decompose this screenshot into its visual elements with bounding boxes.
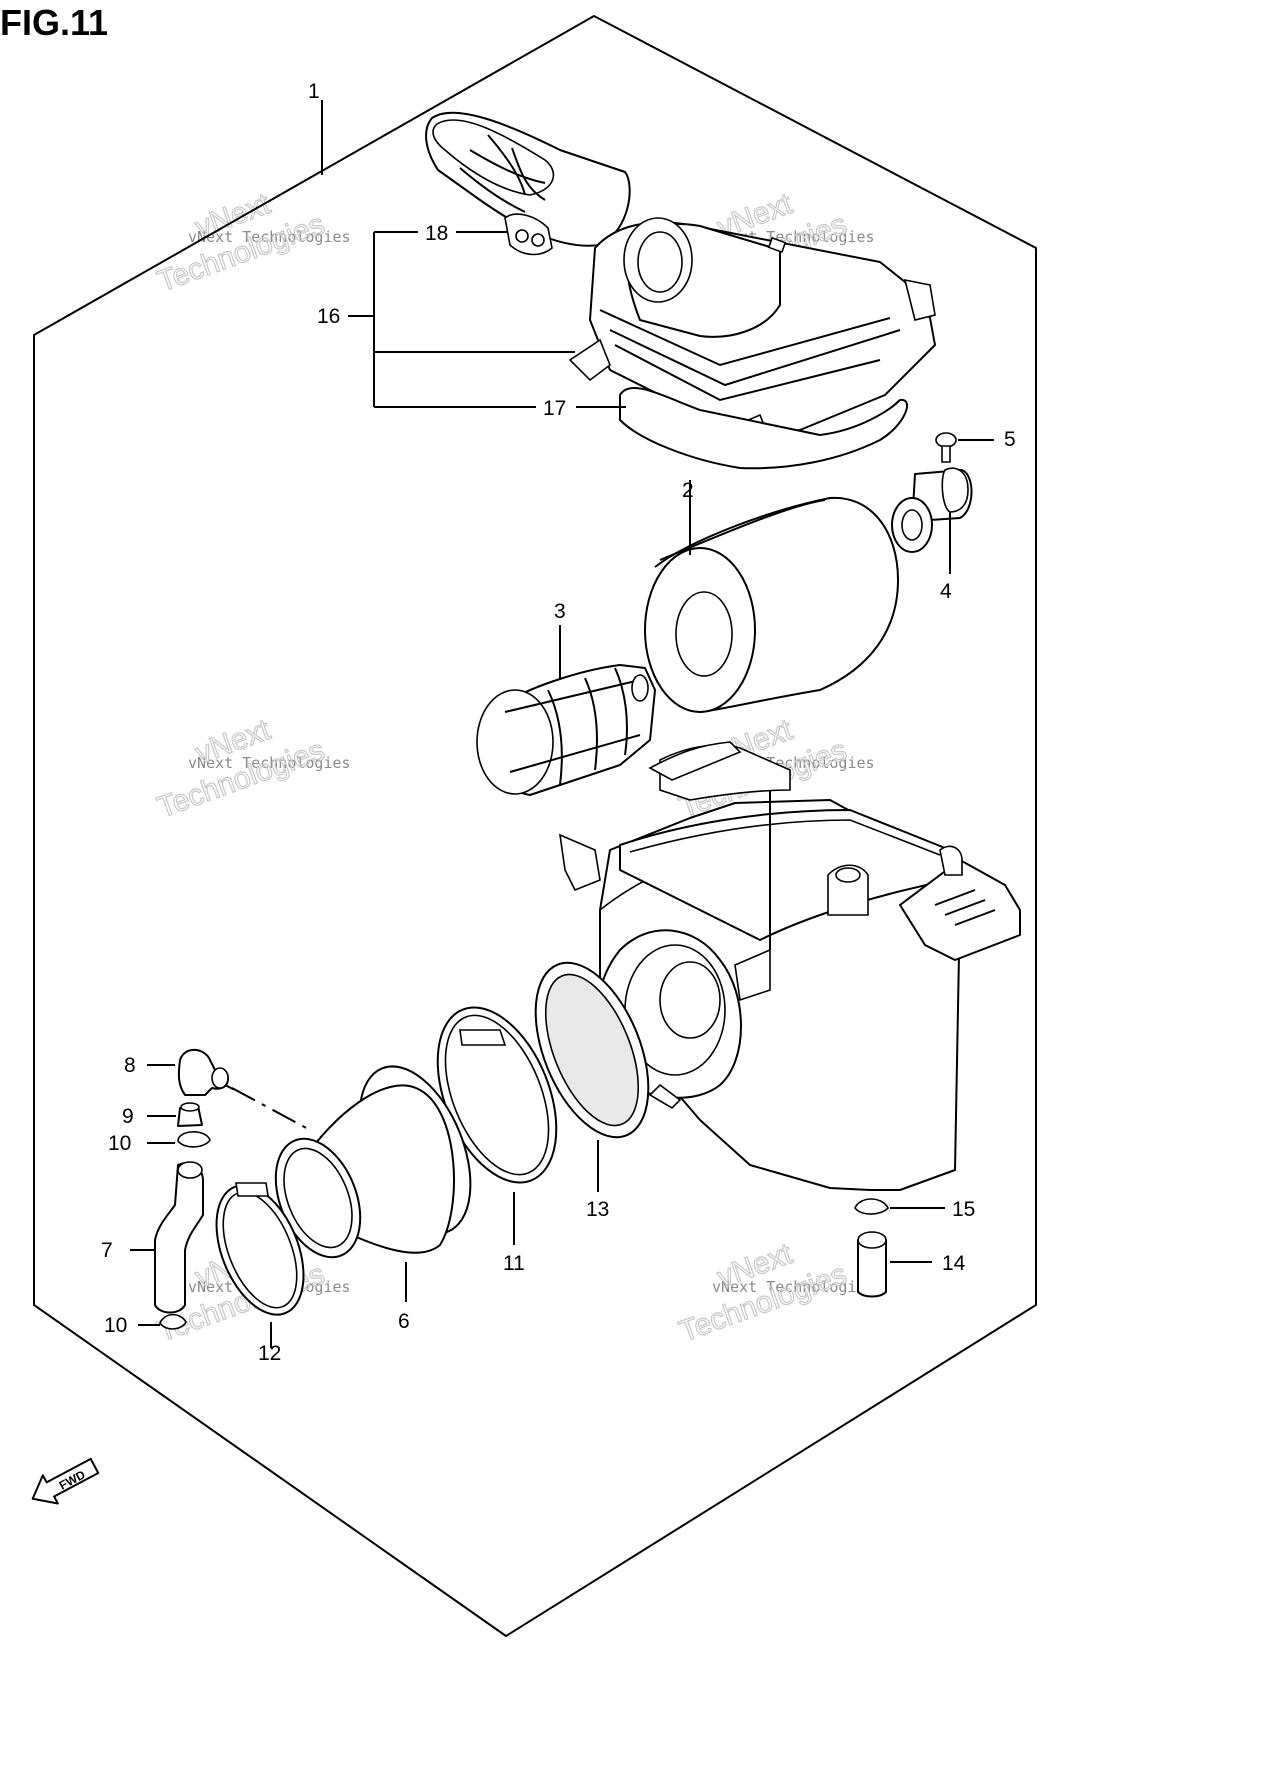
- callout-8: 8: [124, 1054, 136, 1077]
- callout-14: 14: [942, 1252, 966, 1275]
- callout-6: 6: [398, 1310, 410, 1333]
- watermark-6: vNext Technologies vNext Technologies: [675, 1237, 875, 1350]
- callout-18: 18: [425, 222, 448, 245]
- callout-4: 4: [940, 580, 952, 603]
- callout-1: 1: [308, 80, 320, 103]
- callout-13: 13: [586, 1198, 609, 1221]
- forward-direction-arrow: FWD: [31, 1457, 100, 1505]
- drain-clip: [854, 1198, 945, 1215]
- callout-17: 17: [543, 397, 566, 420]
- screw: [935, 432, 994, 463]
- drain-tube: [857, 1231, 932, 1298]
- hose-clip-upper: [147, 1131, 211, 1148]
- watermark-3: vNext Technologies vNext Technologies: [153, 713, 351, 826]
- callout-11: 11: [503, 1252, 525, 1275]
- drain-hose: [130, 1161, 204, 1314]
- svg-text:vNext Technologies: vNext Technologies: [188, 228, 351, 246]
- leaders-16-17-18: [348, 231, 626, 408]
- hose-clip-lower: [138, 1313, 187, 1330]
- svg-text:vNext Technologies: vNext Technologies: [712, 1278, 875, 1296]
- callout-15: 15: [952, 1198, 975, 1221]
- inlet-clamp-small: [215, 1182, 305, 1348]
- callout-9: 9: [122, 1105, 134, 1128]
- callout-16: 16: [317, 305, 340, 328]
- drain-cap: [147, 1102, 203, 1127]
- callout-10-lower: 10: [104, 1314, 127, 1337]
- cap-gasket: [619, 386, 909, 470]
- callout-10-upper: 10: [108, 1132, 131, 1155]
- callout-12: 12: [258, 1342, 281, 1365]
- callout-labels: 1 2 3 4 5 6 7 8 9 10 10 11 12 13 14 15 1…: [101, 80, 1016, 1365]
- callout-5: 5: [1004, 428, 1016, 451]
- drain-elbow: [147, 1048, 311, 1131]
- filter-support-cage: [476, 625, 656, 796]
- air-filter-element: [644, 480, 899, 713]
- intake-boot: [274, 1065, 472, 1302]
- air-cleaner-case: [559, 741, 1021, 1191]
- assembly-boundary: [33, 14, 1037, 1638]
- callout-2: 2: [682, 479, 694, 502]
- callout-7: 7: [101, 1239, 113, 1262]
- callout-3: 3: [554, 600, 566, 623]
- inlet-screen: [534, 961, 650, 1192]
- mounting-clamp: [891, 467, 973, 574]
- svg-text:vNext Technologies: vNext Technologies: [188, 754, 351, 772]
- air-cleaner-cap: [568, 217, 936, 451]
- watermark-1: vNext Technologies vNext Technologies: [153, 187, 351, 300]
- figure-title: FIG.11: [0, 2, 109, 43]
- intake-snorkel: [425, 111, 631, 256]
